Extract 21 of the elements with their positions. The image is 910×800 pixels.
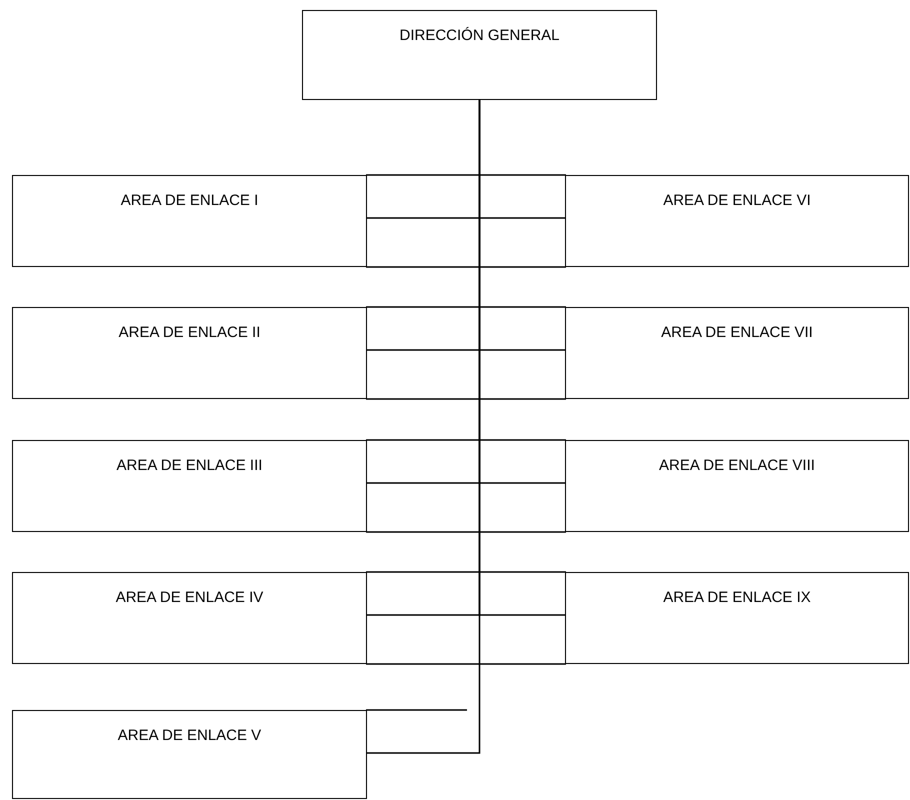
- area-box: [12, 440, 367, 532]
- box-label: DIRECCIÓN GENERAL: [398, 27, 561, 44]
- area-box: [12, 175, 367, 267]
- area-box: [565, 175, 909, 267]
- box-label: AREA DE ENLACE I: [120, 192, 260, 209]
- area-box: [565, 572, 909, 664]
- box-label: AREA DE ENLACE IV: [114, 589, 264, 606]
- connector-line: [478, 100, 565, 616]
- box-label: AREA DE ENLACE III: [116, 457, 264, 474]
- area-box: [565, 307, 909, 399]
- box-label: AREA DE ENLACE VII: [660, 324, 814, 341]
- area-box: [12, 710, 367, 799]
- box-label: AREA DE ENLACE V: [116, 727, 262, 744]
- box-label: AREA DE ENLACE VIII: [658, 457, 816, 474]
- box-label: AREA DE ENLACE II: [118, 324, 262, 341]
- area-box: [565, 440, 909, 532]
- director-box: [302, 10, 657, 100]
- area-box: [12, 307, 367, 399]
- box-label: AREA DE ENLACE IX: [662, 589, 812, 606]
- area-box: [12, 572, 367, 664]
- box-label: AREA DE ENLACE VI: [662, 192, 812, 209]
